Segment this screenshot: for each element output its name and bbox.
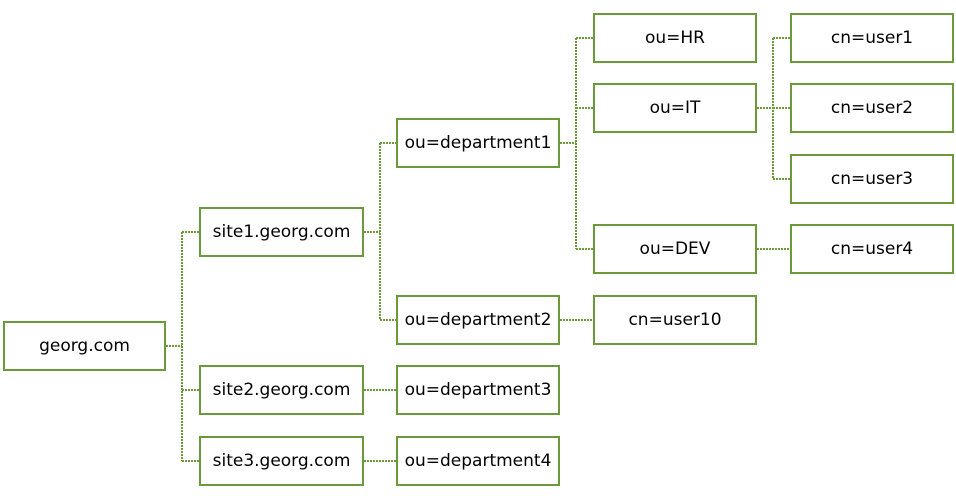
node-department2: ou=department2	[396, 295, 560, 345]
node-site3: site3.georg.com	[199, 436, 364, 486]
node-department1: ou=department1	[396, 118, 560, 168]
node-it: ou=IT	[593, 83, 757, 133]
node-user10: cn=user10	[593, 295, 757, 345]
node-site1: site1.georg.com	[199, 207, 364, 257]
connector-site1-departments	[364, 142, 396, 321]
connector-it-users	[757, 37, 790, 180]
connector-department1-ous	[560, 37, 593, 250]
node-user3: cn=user3	[790, 154, 954, 204]
node-user2: cn=user2	[790, 83, 954, 133]
node-department3: ou=department3	[396, 365, 560, 415]
node-user1: cn=user1	[790, 13, 954, 63]
node-user4: cn=user4	[790, 224, 954, 274]
node-dev: ou=DEV	[593, 224, 757, 274]
connector-root-sites	[166, 231, 199, 462]
node-root: georg.com	[3, 321, 166, 371]
node-department4: ou=department4	[396, 436, 560, 486]
node-hr: ou=HR	[593, 13, 757, 63]
node-site2: site2.georg.com	[199, 365, 364, 415]
